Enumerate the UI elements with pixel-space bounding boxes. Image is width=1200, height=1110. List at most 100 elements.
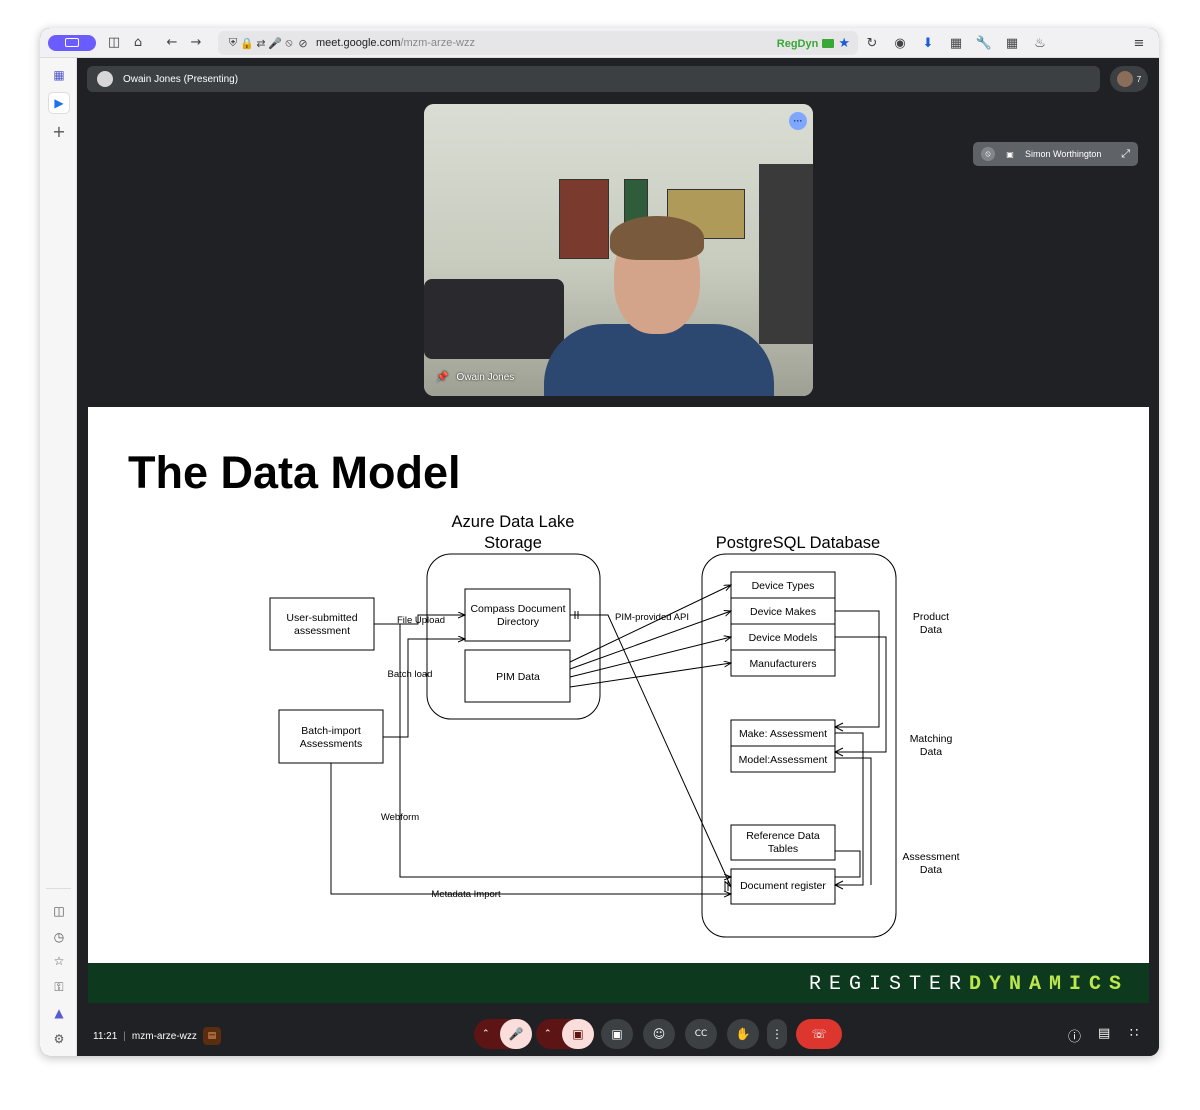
models-assessment-link [835,636,887,753]
pim-manufacturers-arrow [569,663,731,688]
presenter-video-tile[interactable]: ··· 📌Owain Jones [424,104,813,396]
reference-data-line2: Tables [768,843,798,855]
reload-icon[interactable]: ↻ [866,35,878,51]
wrench-icon[interactable]: 🔧 [975,35,993,51]
azure-title-line2: Storage [484,534,542,552]
batch-box-line2: Assessments [300,738,362,750]
azure-title-line1: Azure Data Lake [452,513,575,531]
participant-name: Simon Worthington [1025,149,1102,159]
leo-icon[interactable]: ▲ [54,1006,64,1020]
pim-data-label: PIM Data [496,671,540,683]
camera-off-icon[interactable]: ⦸ [285,36,293,49]
compass-line1: Compass Document [470,603,565,615]
mic-off-icon: ⦸ [981,147,995,161]
participant-count: 7 [1136,74,1142,84]
more-options-button[interactable]: ⋮ [767,1019,787,1049]
info-icon[interactable]: ⓘ [1068,1030,1082,1045]
present-screen-button[interactable]: ▣ [601,1019,633,1049]
extension-icon[interactable]: ▦ [1005,35,1019,51]
reference-data-box [730,824,836,861]
matching-data-line2: Data [920,746,942,758]
menu-icon[interactable]: ≡ [1133,35,1145,51]
video-name-label: 📌Owain Jones [436,372,515,383]
leave-call-button[interactable]: ☏ [796,1019,842,1049]
product-data-line1: Product [913,611,949,623]
home-icon[interactable]: ⌂ [133,35,143,50]
lock-icon: 🔒 [240,36,254,50]
apps-grid-icon[interactable]: ∷ [1130,1026,1139,1041]
compass-line2: Directory [497,616,540,628]
presenter-avatar [97,71,113,87]
assessment-data-line2: Data [920,864,942,876]
participant-avatar [1116,71,1133,87]
add-panel-icon[interactable]: + [52,121,66,141]
slide-footer: REGISTERDYNAMICS [88,963,1149,1003]
captions-button[interactable]: CC [685,1019,717,1049]
tabs-icon[interactable]: ◫ [53,904,65,918]
participant-tile[interactable]: ⦸ ▣ Simon Worthington ⤢ [973,142,1138,166]
mic-control-group: ⌃ 🎤 [474,1019,532,1049]
camera-off-button[interactable]: ▣ [562,1019,594,1049]
model-assessment-box [730,745,836,773]
clock-time: 11:21 [93,1030,118,1042]
permissions-icon[interactable]: ⇄ [256,36,266,50]
expand-icon[interactable]: ⤢ [1121,147,1130,160]
compass-box [464,588,571,642]
forward-icon[interactable]: → [190,35,202,50]
qr-code-icon[interactable]: ▦ [949,35,963,51]
presenter-label: Owain Jones (Presenting) [123,73,239,85]
product-data-line2: Data [920,624,942,636]
tracking-off-icon[interactable]: ⊘ [298,36,308,50]
address-bar[interactable]: ⛨ 🔒 ⇄ 🎤 ⦸ ⊘ meet.google.com/mzm-arze-wzz… [218,31,858,55]
emoji-button[interactable]: ☺ [643,1019,675,1049]
door-icon[interactable]: ▤ [202,1027,221,1045]
screenshot-icon[interactable]: ◉ [894,35,906,51]
download-icon[interactable]: ⬇ [922,35,934,51]
video-person-body [544,324,774,396]
call-controls: 11:21 | mzm-arze-wzz ▤ ⌃ 🎤 ⌃ ▣ ▣ ☺ CC ✋ … [77,1013,1159,1056]
meeting-code: mzm-arze-wzz [131,1030,197,1042]
register-make-link [835,732,864,886]
make-assessment-label: Make: Assessment [739,728,827,740]
camera-control-group: ⌃ ▣ [536,1019,594,1049]
meeting-area: Owain Jones (Presenting) 7 ··· 📌Owain Jo… [77,58,1159,1056]
meet-app-icon[interactable]: ▶ [48,92,70,114]
pin-icon[interactable]: 📌 [436,372,449,383]
back-icon[interactable]: ← [166,35,178,50]
participants-button[interactable]: 7 [1110,66,1148,92]
makes-assessment-link [835,610,880,728]
batch-load-arrow [383,639,465,738]
history-icon[interactable]: ◷ [53,930,65,944]
azure-container [426,553,601,720]
metadata-import-label: Metadata Import [431,889,501,900]
teams-icon[interactable]: ▦ [53,68,65,82]
puzzle-icon[interactable]: ♨ [1034,35,1046,51]
assessment-data-line1: Assessment [902,851,959,863]
matching-data-line1: Matching [910,733,953,745]
postgres-container [701,553,897,938]
bookmark-star-icon[interactable]: ☆ [53,954,65,968]
raise-hand-button[interactable]: ✋ [727,1019,759,1049]
profile-badge[interactable]: RegDyn★ [776,36,850,51]
pim-types-arrow [569,585,731,663]
slide-title: The Data Model [128,447,461,498]
webform-label: Webform [381,812,419,823]
workspaces-button[interactable] [48,34,96,51]
file-upload-label: File Upload [397,615,445,626]
mic-off-button[interactable]: 🎤 [500,1019,532,1049]
register-model-link [835,757,872,885]
more-options-icon[interactable]: ··· [789,112,807,130]
video-poster [559,179,609,259]
sidebar-toggle-icon[interactable]: ◫ [107,35,121,50]
chat-icon[interactable]: ▤ [1098,1026,1111,1041]
key-icon[interactable]: ⚿ [54,979,64,994]
star-icon[interactable]: ★ [838,36,850,51]
pim-makes-arrow [569,611,731,670]
mic-options-chevron-icon[interactable]: ⌃ [482,1029,490,1039]
camera-options-chevron-icon[interactable]: ⌃ [544,1029,552,1039]
microphone-icon[interactable]: 🎤 [268,36,282,50]
settings-gear-icon[interactable]: ⚙ [53,1032,65,1046]
webform-arrow [399,624,731,877]
document-register-label: Document register [740,880,826,892]
video-sofa [424,279,564,359]
